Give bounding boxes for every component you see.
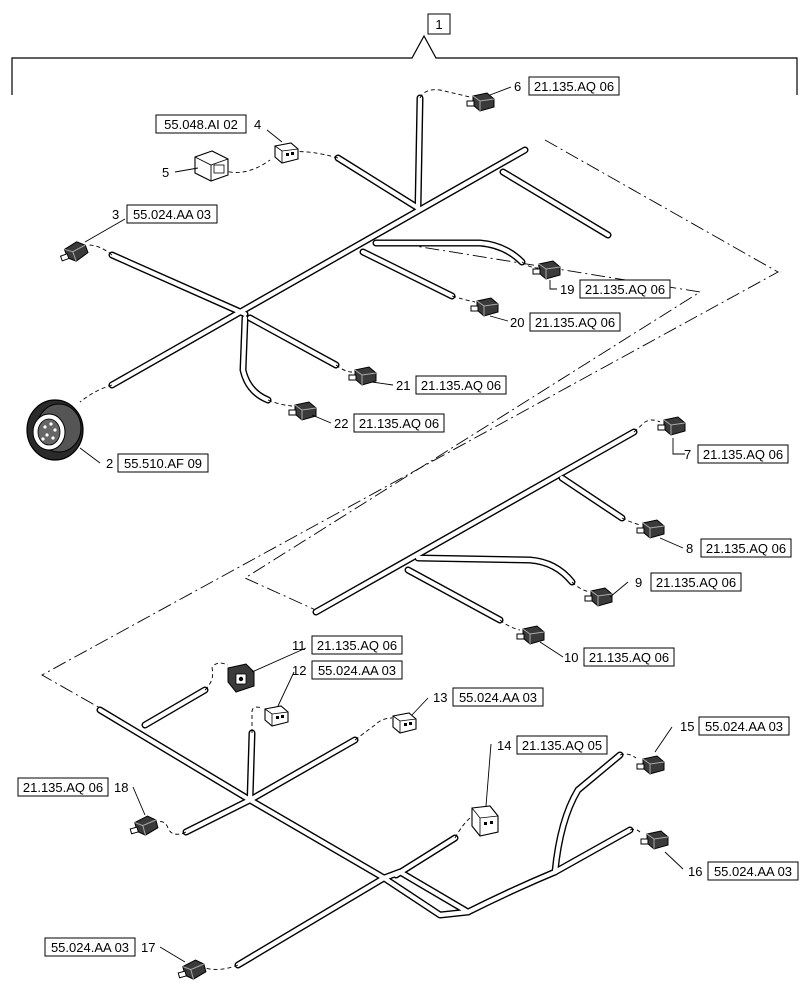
callout-item-14: 14 21.135.AQ 05 — [497, 735, 608, 755]
svg-text:21.135.AQ 06: 21.135.AQ 06 — [589, 650, 669, 665]
callout-item-21: 21 21.135.AQ 06 — [396, 375, 507, 395]
callout-item-15: 15 55.024.AA 03 — [680, 716, 790, 736]
callout-item-7: 7 21.135.AQ 06 — [684, 444, 789, 464]
connector-icon-14 — [471, 805, 499, 837]
callout-item-18: 21.135.AQ 06 18 — [17, 777, 128, 797]
connector-icon-13 — [392, 712, 417, 734]
callout-item-12: 12 55.024.AA 03 — [292, 660, 403, 680]
callout-item-17: 55.024.AA 03 17 — [44, 937, 155, 957]
svg-text:21.135.AQ 06: 21.135.AQ 06 — [359, 416, 439, 431]
svg-text:22: 22 — [334, 416, 348, 431]
svg-text:6: 6 — [514, 79, 521, 94]
connector-icon-8 — [636, 519, 665, 539]
callout-item-20: 20 21.135.AQ 06 — [510, 312, 621, 332]
callout-item-11: 11 21.135.AQ 06 — [292, 635, 403, 655]
svg-text:13: 13 — [433, 690, 447, 705]
assembly-bracket — [11, 34, 798, 95]
svg-text:12: 12 — [292, 663, 306, 678]
svg-text:21.135.AQ 06: 21.135.AQ 06 — [703, 447, 783, 462]
svg-text:55.024.AA 03: 55.024.AA 03 — [318, 663, 396, 678]
svg-text:21.135.AQ 06: 21.135.AQ 06 — [534, 79, 614, 94]
svg-text:21.135.AQ 06: 21.135.AQ 06 — [585, 282, 665, 297]
connector-icon-3 — [57, 238, 90, 267]
callout-item-8: 8 21.135.AQ 06 — [686, 538, 792, 558]
svg-text:55.024.AA 03: 55.024.AA 03 — [133, 207, 211, 222]
connector-icon-9 — [584, 587, 613, 607]
svg-text:21.135.AQ 06: 21.135.AQ 06 — [317, 638, 397, 653]
svg-text:20: 20 — [510, 315, 524, 330]
svg-text:17: 17 — [141, 940, 155, 955]
svg-text:21.135.AQ 06: 21.135.AQ 06 — [421, 378, 501, 393]
connector-icon-11 — [227, 663, 255, 693]
round-connector-icon — [26, 399, 84, 461]
connector-icon-22 — [288, 401, 317, 421]
callout-item-9: 9 21.135.AQ 06 — [635, 572, 742, 592]
callout-item-22: 22 21.135.AQ 06 — [334, 413, 445, 433]
callout-item-5: 5 — [162, 165, 169, 180]
connector-icon-20 — [470, 297, 499, 317]
svg-text:8: 8 — [686, 541, 693, 556]
svg-text:21.135.AQ 06: 21.135.AQ 06 — [706, 541, 786, 556]
harness-wiring — [96, 94, 638, 969]
callout-item-3: 3 55.024.AA 03 — [112, 204, 218, 224]
svg-text:55.510.AF 09: 55.510.AF 09 — [124, 456, 202, 471]
connector-icon-10 — [516, 625, 545, 645]
connector-icon-16 — [640, 830, 669, 850]
connector-icon-17 — [175, 957, 208, 984]
svg-text:21.135.AQ 05: 21.135.AQ 05 — [522, 738, 602, 753]
connector-icon-12 — [264, 705, 289, 727]
svg-text:5: 5 — [162, 165, 169, 180]
svg-text:19: 19 — [560, 282, 574, 297]
svg-text:11: 11 — [292, 638, 306, 653]
connector-icon-21 — [348, 366, 377, 386]
svg-text:2: 2 — [106, 456, 113, 471]
svg-text:55.024.AA 03: 55.024.AA 03 — [459, 690, 537, 705]
svg-text:18: 18 — [114, 780, 128, 795]
svg-text:14: 14 — [497, 738, 511, 753]
svg-text:55.024.AA 03: 55.024.AA 03 — [705, 719, 783, 734]
svg-text:21.135.AQ 06: 21.135.AQ 06 — [535, 315, 615, 330]
svg-text:21: 21 — [396, 378, 410, 393]
callout-item-6: 6 21.135.AQ 06 — [514, 76, 620, 96]
svg-text:16: 16 — [688, 864, 702, 879]
connector-icon-19 — [532, 260, 561, 280]
callout-item-4: 55.048.AI 02 4 — [155, 114, 261, 134]
svg-text:10: 10 — [564, 650, 578, 665]
callout-item-2: 2 55.510.AF 09 — [106, 453, 209, 473]
svg-text:55.048.AI 02: 55.048.AI 02 — [164, 117, 238, 132]
plug-connector-icon — [194, 150, 229, 182]
svg-text:1: 1 — [435, 17, 442, 32]
leader-lines — [79, 86, 685, 963]
callout-item-19: 19 21.135.AQ 06 — [560, 279, 671, 299]
svg-text:9: 9 — [635, 575, 642, 590]
svg-text:21.135.AQ 06: 21.135.AQ 06 — [656, 575, 736, 590]
callout-item-10: 10 21.135.AQ 06 — [564, 647, 675, 667]
connector-icon-7 — [657, 416, 686, 436]
svg-text:4: 4 — [254, 117, 261, 132]
connector-icon-6 — [466, 92, 495, 112]
svg-text:55.024.AA 03: 55.024.AA 03 — [51, 940, 129, 955]
callout-item-16: 16 55.024.AA 03 — [688, 861, 799, 881]
svg-text:21.135.AQ 06: 21.135.AQ 06 — [23, 780, 103, 795]
svg-text:55.024.AA 03: 55.024.AA 03 — [714, 864, 792, 879]
connector-icon-15 — [636, 755, 665, 775]
assembly-callout: 1 — [427, 13, 451, 35]
svg-text:15: 15 — [680, 719, 694, 734]
svg-text:3: 3 — [112, 207, 119, 222]
svg-text:7: 7 — [684, 447, 691, 462]
connector-icon-4 — [274, 142, 299, 164]
connector-icon-18 — [127, 813, 160, 840]
callout-item-13: 13 55.024.AA 03 — [433, 687, 544, 707]
